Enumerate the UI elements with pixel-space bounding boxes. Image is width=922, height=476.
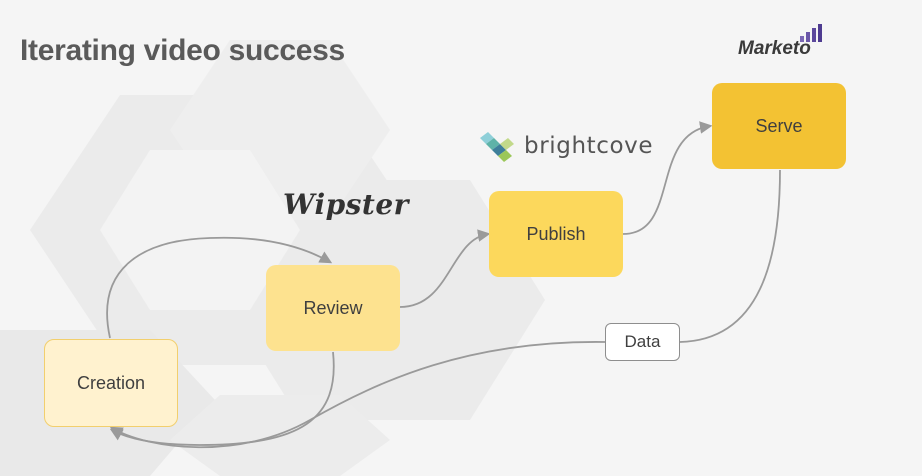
data-node: Data <box>605 323 680 361</box>
marketo-wordmark: Marketo <box>738 38 811 59</box>
marketo-bars-icon <box>800 24 822 42</box>
page-title: Iterating video success <box>20 34 345 67</box>
creation-node: Creation <box>44 339 178 427</box>
serve-node: Serve <box>712 83 846 169</box>
publish-node: Publish <box>489 191 623 277</box>
brightcove-wordmark: brightcove <box>524 133 654 159</box>
marketo-logo: Marketo <box>738 22 824 59</box>
wipster-logo: Wipster <box>283 188 409 221</box>
review-node: Review <box>266 265 400 351</box>
brightcove-mark-icon <box>480 132 514 162</box>
brightcove-logo: brightcove <box>476 128 653 164</box>
